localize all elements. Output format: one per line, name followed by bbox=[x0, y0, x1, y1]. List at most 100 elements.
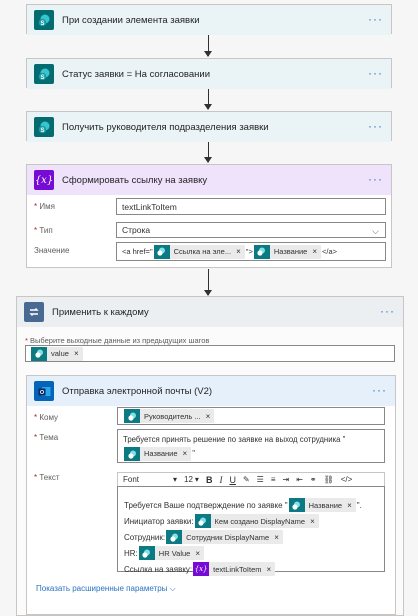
dynamic-token[interactable]: Название× bbox=[253, 244, 322, 259]
step-header[interactable]: Применить к каждому ··· bbox=[17, 297, 403, 327]
code-view-icon[interactable]: </> bbox=[340, 475, 353, 484]
font-select[interactable]: Font bbox=[123, 475, 140, 484]
dynamic-token[interactable]: Название× bbox=[288, 498, 356, 512]
variable-icon: {x} bbox=[34, 170, 54, 190]
numbered-list-icon[interactable]: ≡ bbox=[270, 475, 276, 484]
dynamic-token[interactable]: Руководитель ...× bbox=[124, 409, 215, 423]
remove-token-icon[interactable]: × bbox=[236, 247, 241, 256]
connector-arrow bbox=[204, 35, 212, 57]
more-dots-icon[interactable]: ··· bbox=[368, 66, 383, 80]
remove-token-icon[interactable]: × bbox=[73, 349, 79, 358]
step-header[interactable]: S При создании элемента заявки ··· bbox=[27, 5, 391, 35]
sharepoint-icon: S bbox=[34, 117, 54, 137]
body-label: * Текст bbox=[34, 473, 60, 482]
bulleted-list-icon[interactable]: ☰ bbox=[256, 475, 264, 484]
step-header[interactable]: S Получить руководителя подразделения за… bbox=[27, 112, 391, 142]
connector-arrow bbox=[204, 89, 212, 110]
sharepoint-icon: S bbox=[34, 64, 54, 84]
remove-token-icon[interactable]: × bbox=[310, 516, 315, 526]
step-card-apply-to-each[interactable]: Применить к каждому ··· * Выберите выход… bbox=[16, 296, 404, 616]
more-dots-icon[interactable]: ··· bbox=[368, 12, 383, 26]
sharepoint-icon bbox=[253, 244, 270, 259]
dynamic-token[interactable]: Ссылка на эле...× bbox=[153, 244, 245, 259]
step-title: При создании элемента заявки bbox=[62, 14, 200, 26]
unlink-icon[interactable]: ⛓ bbox=[323, 475, 334, 484]
remove-token-icon[interactable]: × bbox=[274, 532, 279, 542]
chevron-down-icon: ⌵ bbox=[169, 584, 176, 593]
italic-button[interactable]: I bbox=[219, 474, 223, 485]
indent-icon[interactable]: ⇥ bbox=[282, 475, 290, 484]
sharepoint-icon bbox=[153, 244, 170, 259]
more-dots-icon[interactable]: ··· bbox=[368, 172, 383, 186]
outlook-icon: O bbox=[34, 381, 54, 401]
remove-token-icon[interactable]: × bbox=[205, 411, 211, 421]
dynamic-token[interactable]: Название× bbox=[124, 447, 192, 461]
bold-button[interactable]: B bbox=[205, 474, 213, 485]
value-input[interactable]: <a href=" Ссылка на эле...× "> Название×… bbox=[116, 242, 386, 261]
variable-icon: {x} bbox=[193, 562, 210, 576]
step-title: Статус заявки = На согласовании bbox=[62, 68, 211, 80]
remove-token-icon[interactable]: × bbox=[266, 564, 272, 574]
dynamic-token[interactable]: Кем создано DisplayName× bbox=[194, 514, 319, 528]
svg-text:S: S bbox=[40, 128, 44, 134]
step-title: Получить руководителя подразделения заяв… bbox=[62, 121, 269, 133]
dynamic-token[interactable]: HR Value× bbox=[138, 546, 204, 560]
dynamic-token[interactable]: value× bbox=[31, 346, 83, 361]
remove-token-icon[interactable]: × bbox=[195, 548, 200, 558]
to-label: * Кому bbox=[34, 413, 59, 422]
connector-arrow bbox=[204, 142, 212, 163]
dynamic-token[interactable]: {x}textLinkToItem× bbox=[193, 562, 276, 576]
remove-token-icon[interactable]: × bbox=[312, 247, 318, 256]
step-card-get-manager[interactable]: S Получить руководителя подразделения за… bbox=[26, 111, 392, 142]
type-select[interactable]: Строка⌵ bbox=[116, 222, 386, 238]
remove-token-icon[interactable]: × bbox=[182, 449, 188, 458]
svg-text:S: S bbox=[40, 75, 44, 81]
sharepoint-icon bbox=[194, 514, 211, 528]
more-dots-icon[interactable]: ··· bbox=[380, 304, 395, 318]
outdent-icon[interactable]: ⇤ bbox=[296, 475, 303, 484]
loop-icon bbox=[24, 302, 44, 322]
chevron-down-icon: ⌵ bbox=[372, 226, 379, 236]
name-label: * Имя bbox=[34, 202, 55, 211]
step-title: Отправка электронной почты (V2) bbox=[62, 385, 213, 397]
step-card-compose-link[interactable]: {x} Сформировать ссылку на заявку ··· * … bbox=[26, 164, 392, 268]
svg-text:O: O bbox=[39, 390, 44, 396]
sharepoint-icon bbox=[31, 346, 47, 361]
step-header[interactable]: O Отправка электронной почты (V2) ··· bbox=[27, 376, 395, 406]
name-input[interactable]: textLinkToItem bbox=[116, 198, 386, 215]
connector-arrow bbox=[204, 269, 212, 296]
step-card-condition[interactable]: S Статус заявки = На согласовании ··· bbox=[26, 58, 392, 89]
value-label: Значение bbox=[34, 246, 70, 255]
link-icon[interactable]: ⚭ bbox=[309, 475, 317, 484]
step-title: Сформировать ссылку на заявку bbox=[62, 174, 208, 186]
step-header[interactable]: S Статус заявки = На согласовании ··· bbox=[27, 59, 391, 89]
remove-token-icon[interactable]: × bbox=[347, 500, 352, 510]
dynamic-token[interactable]: Сотрудник DisplayName× bbox=[166, 530, 283, 544]
loop-select-input[interactable]: value× bbox=[25, 345, 395, 362]
body-editor[interactable]: Требуется Ваше подтверждение по заявке "… bbox=[117, 486, 385, 576]
chevron-down-icon[interactable]: ▾ bbox=[173, 475, 178, 484]
step-title: Применить к каждому bbox=[52, 306, 149, 318]
sharepoint-icon bbox=[288, 498, 305, 512]
step-card-trigger[interactable]: S При создании элемента заявки ··· bbox=[26, 4, 392, 35]
svg-text:S: S bbox=[40, 21, 44, 27]
sharepoint-icon bbox=[124, 447, 140, 461]
step-header[interactable]: {x} Сформировать ссылку на заявку ··· bbox=[27, 165, 391, 195]
more-dots-icon[interactable]: ··· bbox=[372, 383, 387, 397]
type-label: * Тип bbox=[34, 226, 53, 235]
rich-text-toolbar: Font ▾ 12 ▾ B I U ✎ ☰ ≡ ⇥ ⇤ ⚭ ⛓ </> bbox=[117, 472, 385, 486]
underline-button[interactable]: U bbox=[229, 474, 236, 485]
show-advanced-options-link[interactable]: Показать расширенные параметры ⌵ bbox=[36, 584, 176, 593]
highlight-icon[interactable]: ✎ bbox=[242, 475, 250, 484]
to-input[interactable]: Руководитель ...× bbox=[117, 407, 385, 425]
subject-input[interactable]: Требуется принять решение по заявке на в… bbox=[117, 429, 385, 463]
sharepoint-icon bbox=[138, 546, 155, 560]
loop-select-label: * Выберите выходные данные из предыдущих… bbox=[25, 336, 210, 345]
sharepoint-icon: S bbox=[34, 10, 54, 30]
sharepoint-icon bbox=[166, 530, 183, 544]
step-card-send-email[interactable]: O Отправка электронной почты (V2) ··· * … bbox=[26, 375, 396, 615]
sharepoint-icon bbox=[124, 409, 140, 423]
font-size-select[interactable]: 12 bbox=[184, 475, 193, 484]
more-dots-icon[interactable]: ··· bbox=[368, 119, 383, 133]
chevron-down-icon[interactable]: ▾ bbox=[194, 475, 199, 484]
